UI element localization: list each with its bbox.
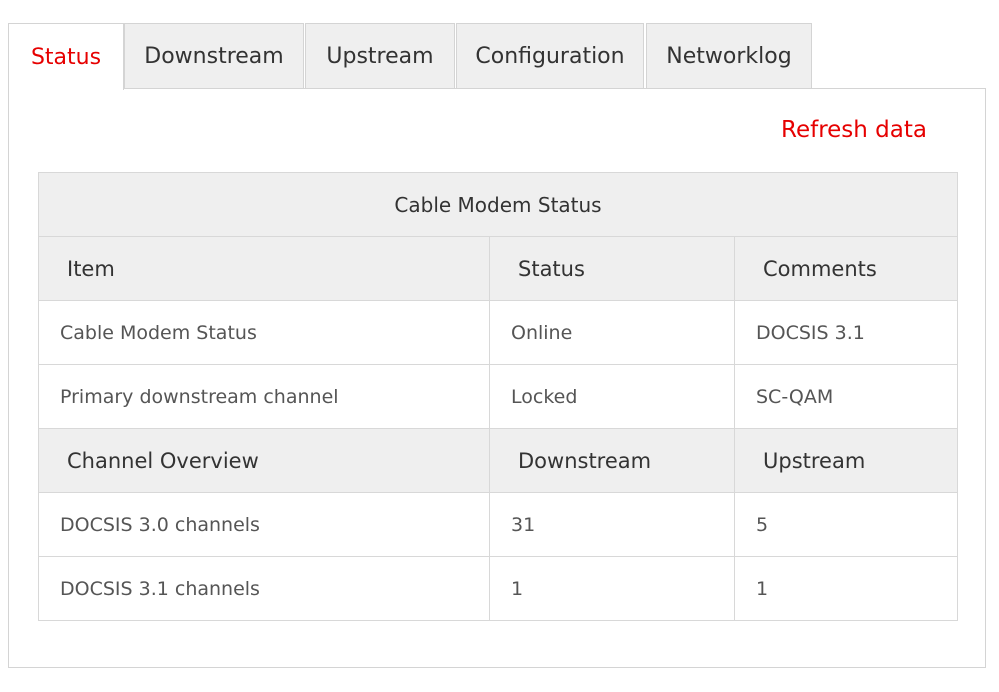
cell-upstream-count: 1: [733, 556, 959, 621]
header-item: Item: [38, 236, 490, 301]
cell-comments: DOCSIS 3.1: [733, 300, 959, 365]
header-upstream: Upstream: [733, 428, 959, 493]
tab-status[interactable]: Status: [8, 23, 124, 90]
cell-downstream-count: 1: [489, 556, 735, 621]
status-panel: Refresh data Cable Modem Status Item Sta…: [8, 88, 986, 668]
cell-upstream-count: 5: [733, 492, 959, 557]
cable-modem-status-table: Cable Modem Status Item Status Comments …: [37, 172, 959, 621]
tab-upstream[interactable]: Upstream: [305, 23, 455, 88]
refresh-data-link[interactable]: Refresh data: [781, 117, 927, 143]
cell-channel-type: DOCSIS 3.1 channels: [38, 556, 490, 621]
tab-downstream[interactable]: Downstream: [124, 23, 304, 88]
cell-item: Cable Modem Status: [38, 300, 490, 365]
header-comments: Comments: [733, 236, 959, 301]
header-downstream: Downstream: [489, 428, 735, 493]
cell-comments: SC-QAM: [733, 364, 959, 429]
table-row: Cable Modem Status Online DOCSIS 3.1: [38, 300, 959, 365]
cell-channel-type: DOCSIS 3.0 channels: [38, 492, 490, 557]
table-caption: Cable Modem Status: [37, 172, 959, 237]
cell-status: Locked: [489, 364, 735, 429]
header-status: Status: [489, 236, 735, 301]
cell-status: Online: [489, 300, 735, 365]
tab-configuration[interactable]: Configuration: [456, 23, 644, 88]
cell-downstream-count: 31: [489, 492, 735, 557]
tab-networklog[interactable]: Networklog: [646, 23, 812, 88]
cell-item: Primary downstream channel: [38, 364, 490, 429]
table-row: Primary downstream channel Locked SC-QAM: [38, 364, 959, 429]
table-row: DOCSIS 3.1 channels 1 1: [38, 556, 959, 621]
channel-header-row: Channel Overview Downstream Upstream: [38, 428, 959, 493]
status-header-row: Item Status Comments: [38, 236, 959, 301]
header-channel-overview: Channel Overview: [38, 428, 490, 493]
table-row: DOCSIS 3.0 channels 31 5: [38, 492, 959, 557]
